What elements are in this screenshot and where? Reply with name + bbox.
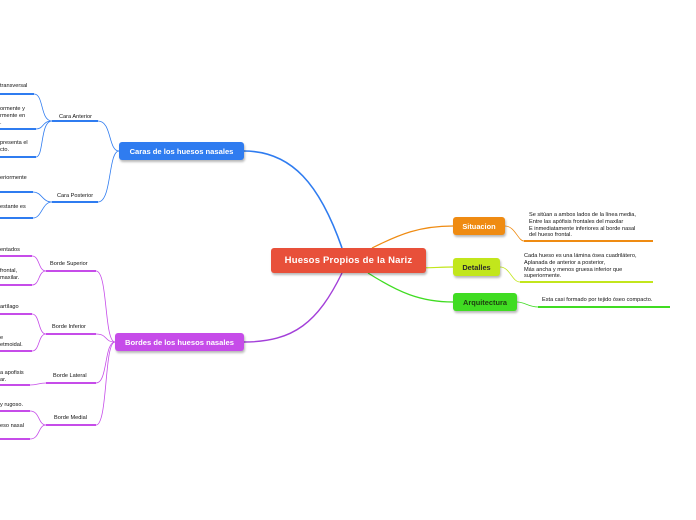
arquitectura-text[interactable]: Esta casi formado por tejido óseo compac… xyxy=(542,297,653,303)
detalles-text[interactable]: Cada hueso es una lámina ósea cuadriláte… xyxy=(524,253,637,280)
link-central-caras xyxy=(243,150,343,249)
cara-anterior-leaf-3[interactable]: presenta el cto. xyxy=(0,140,28,153)
subtopic-borde-medial[interactable]: Borde Medial xyxy=(54,415,87,421)
borde-medial-leaf-2[interactable]: eso nasal xyxy=(0,423,24,429)
link-central-bordes xyxy=(243,272,343,343)
cara-posterior-leaf-1[interactable]: eriormente xyxy=(0,175,27,181)
topic-situacion[interactable]: Situacion xyxy=(453,217,505,235)
subtopic-borde-inferior[interactable]: Borde Inferior xyxy=(52,324,86,330)
subtopic-cara-anterior[interactable]: Cara Anterior xyxy=(59,114,92,120)
borde-medial-leaf-1[interactable]: y rugoso. xyxy=(0,402,24,408)
subtopic-borde-lateral[interactable]: Borde Lateral xyxy=(53,373,87,379)
central-topic[interactable]: Huesos Propios de la Nariz xyxy=(271,248,426,273)
cara-anterior-leaf-1[interactable]: transversal xyxy=(0,83,28,89)
topic-bordes-huesos-nasales[interactable]: Bordes de los huesos nasales xyxy=(115,333,244,351)
cara-posterior-leaf-2[interactable]: estante es xyxy=(0,204,26,210)
subtopic-borde-superior[interactable]: Borde Superior xyxy=(50,261,88,267)
borde-superior-leaf-1[interactable]: entados xyxy=(0,247,20,253)
borde-inferior-leaf-1[interactable]: artílago xyxy=(0,304,19,310)
topic-arquitectura[interactable]: Arquitectura xyxy=(453,293,517,311)
situacion-text[interactable]: Se sitúan a ambos lados de la línea medi… xyxy=(529,212,636,239)
link-central-situacion xyxy=(371,225,454,249)
topic-caras-huesos-nasales[interactable]: Caras de los huesos nasales xyxy=(119,142,244,160)
borde-superior-leaf-2[interactable]: frontal, maxilar. xyxy=(0,268,20,281)
topic-detalles[interactable]: Detalles xyxy=(453,258,500,276)
subtopic-cara-posterior[interactable]: Cara Posterior xyxy=(57,193,94,199)
borde-lateral-leaf-1[interactable]: a apofisis ar. xyxy=(0,370,24,383)
link-central-arquitectura xyxy=(367,272,454,303)
cara-anterior-leaf-2[interactable]: ormente y rmente en . xyxy=(0,106,26,126)
borde-inferior-leaf-2[interactable]: e etmoidal. xyxy=(0,335,23,348)
